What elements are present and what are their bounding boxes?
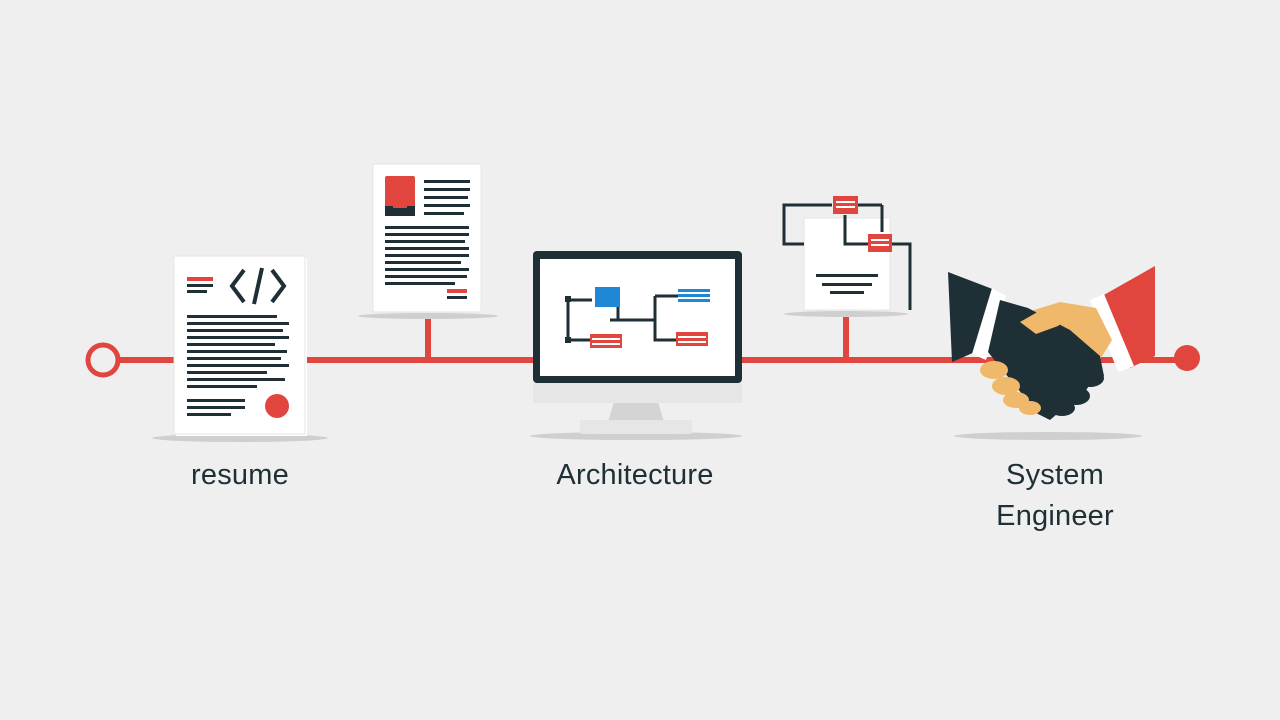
timeline-start-ring-icon [85, 342, 121, 378]
system-engineer-line1: System [1006, 459, 1104, 491]
handshake-icon [948, 266, 1155, 440]
system-engineer-line2: Engineer [996, 500, 1114, 532]
code-symbol-icon [229, 267, 287, 305]
resume-label-text: resume [191, 459, 289, 491]
code-resume-document-icon [152, 255, 328, 442]
profile-document-icon [358, 163, 498, 319]
architecture-monitor-icon [530, 251, 742, 440]
system-engineer-label: System Engineer [935, 455, 1175, 537]
resume-label: resume [140, 455, 340, 496]
architecture-label: Architecture [500, 455, 770, 496]
timeline-end-dot-icon [1174, 345, 1200, 371]
flowchart-document-icon [782, 196, 912, 317]
architecture-label-text: Architecture [556, 459, 714, 491]
